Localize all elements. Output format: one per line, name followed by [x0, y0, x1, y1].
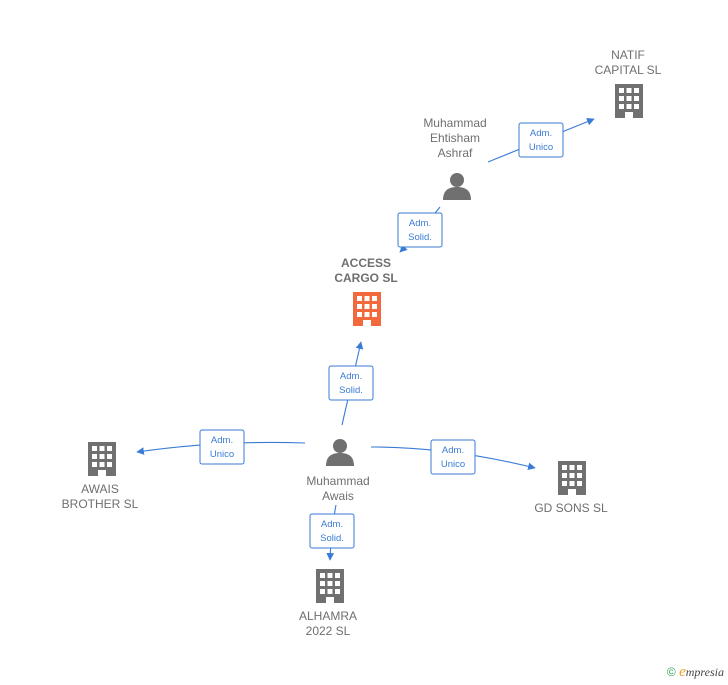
node-label-line: CAPITAL SL [595, 63, 662, 77]
edge-label-line: Solid. [408, 232, 432, 243]
edge-label-line: Solid. [339, 385, 363, 396]
edge-awais-alhamra: Adm. Solid. [309, 504, 355, 561]
edge-awais-access: Adm. Solid. [328, 341, 374, 426]
building-icon [558, 461, 586, 495]
edge-label-line: Adm. [321, 519, 343, 530]
node-label-line: Awais [322, 489, 354, 503]
node-label-line: BROTHER SL [62, 497, 139, 511]
node-label-line: Muhammad [306, 474, 369, 488]
node-label-line: ALHAMRA [299, 609, 357, 623]
copyright-icon: © [666, 665, 676, 679]
building-icon [615, 84, 643, 118]
node-muhammad-ehtisham-ashraf[interactable]: Muhammad Ehtisham Ashraf [423, 116, 487, 200]
empresia-logo: © empresia [667, 664, 724, 681]
person-icon [326, 439, 354, 466]
person-icon [443, 173, 471, 200]
edge-label-line: Adm. [530, 128, 552, 139]
node-alhamra-2022[interactable]: ALHAMRA 2022 SL [299, 569, 357, 638]
node-label-line: ACCESS [341, 256, 391, 270]
building-icon [316, 569, 344, 603]
node-awais-brother[interactable]: AWAIS BROTHER SL [62, 442, 139, 511]
building-icon [353, 292, 381, 326]
edge-awais-gdsons: Adm. Unico [370, 439, 536, 475]
edge-label-line: Solid. [320, 533, 344, 544]
node-access-cargo[interactable]: ACCESS CARGO SL [334, 256, 398, 326]
edge-label-line: Unico [210, 449, 234, 460]
node-gd-sons[interactable]: GD SONS SL [534, 461, 608, 515]
node-label-line: GD SONS SL [534, 501, 608, 515]
edge-label-line: Adm. [211, 435, 233, 446]
brand-name: mpresia [685, 665, 724, 679]
edge-label-line: Adm. [340, 371, 362, 382]
brand-e: e [679, 664, 686, 680]
node-label-line: Ehtisham [430, 131, 480, 145]
node-label-line: NATIF [611, 48, 645, 62]
edge-ehtisham-access: Adm. Solid. [397, 206, 443, 253]
edge-label-line: Adm. [409, 218, 431, 229]
edge-label-line: Adm. [442, 445, 464, 456]
node-label-line: CARGO SL [334, 271, 397, 285]
building-icon [88, 442, 116, 476]
edge-awais-brother: Adm. Unico [136, 429, 306, 465]
node-label-line: Ashraf [438, 146, 473, 160]
node-muhammad-awais[interactable]: Muhammad Awais [306, 439, 370, 503]
edge-ehtisham-natif: Adm. Unico [487, 118, 595, 163]
edge-label-line: Unico [441, 459, 465, 470]
node-natif-capital[interactable]: NATIF CAPITAL SL [595, 48, 662, 118]
node-label-line: Muhammad [423, 116, 486, 130]
node-label-line: AWAIS [81, 482, 119, 496]
node-label-line: 2022 SL [306, 624, 351, 638]
edge-label-line: Unico [529, 142, 553, 153]
